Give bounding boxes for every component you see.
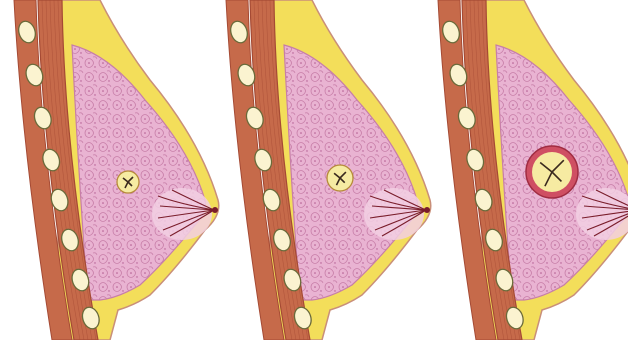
panel-2 — [226, 0, 431, 340]
panels-group — [14, 0, 628, 340]
panel-1 — [14, 0, 219, 340]
nipple — [212, 207, 218, 213]
panel-3 — [438, 0, 628, 340]
nipple — [424, 207, 430, 213]
